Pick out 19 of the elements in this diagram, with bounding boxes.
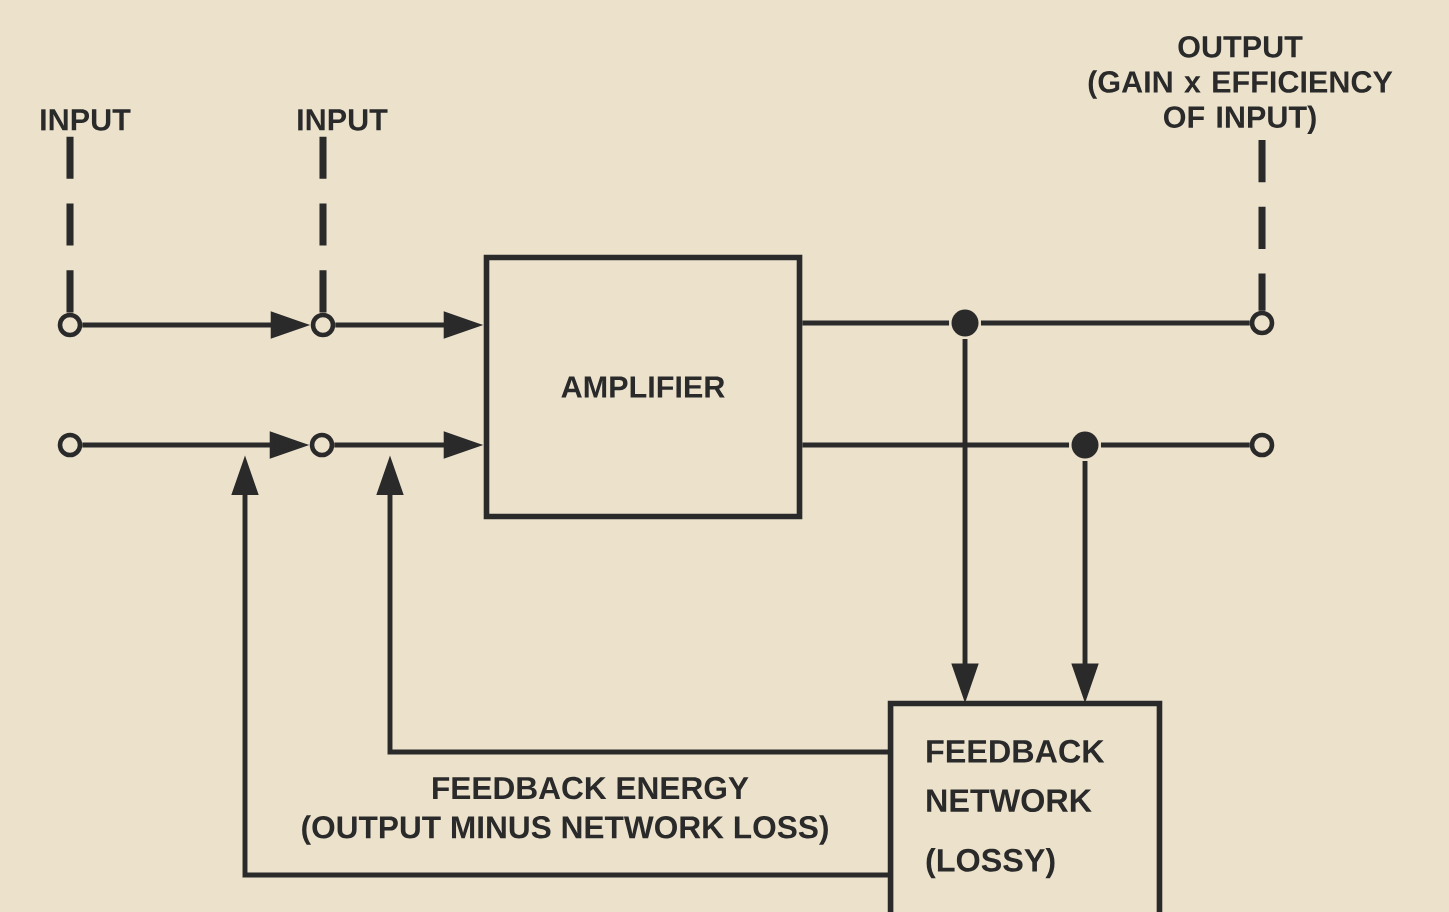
terminal-circle [1249, 310, 1275, 336]
terminal-circle [57, 312, 83, 338]
terminal-label: OUTPUT (GAIN x EFFICIENCY OF INPUT) [1088, 35, 1393, 134]
terminal-label: INPUT [41, 109, 131, 131]
junction-dot [951, 309, 979, 337]
feedback-label: FEEDBACK ENERGY [433, 776, 749, 800]
amplifier-box: AMPLIFIER [483, 254, 803, 520]
terminal-circle [57, 432, 83, 458]
signal-line [980, 320, 1250, 326]
junction-dot [1071, 431, 1099, 459]
feedback-label: (OUTPUT MINUS NETWORK LOSS) [302, 815, 828, 845]
network-box: FEEDBACK NETWORK (LOSSY) [887, 700, 1163, 912]
terminal-label: INPUT [298, 109, 388, 131]
signal-line [1100, 442, 1250, 448]
terminal-circle [309, 432, 335, 458]
terminal-circle [310, 312, 336, 338]
signal-line [802, 442, 1070, 448]
terminal-circle [1249, 432, 1275, 458]
signal-line [802, 320, 950, 326]
